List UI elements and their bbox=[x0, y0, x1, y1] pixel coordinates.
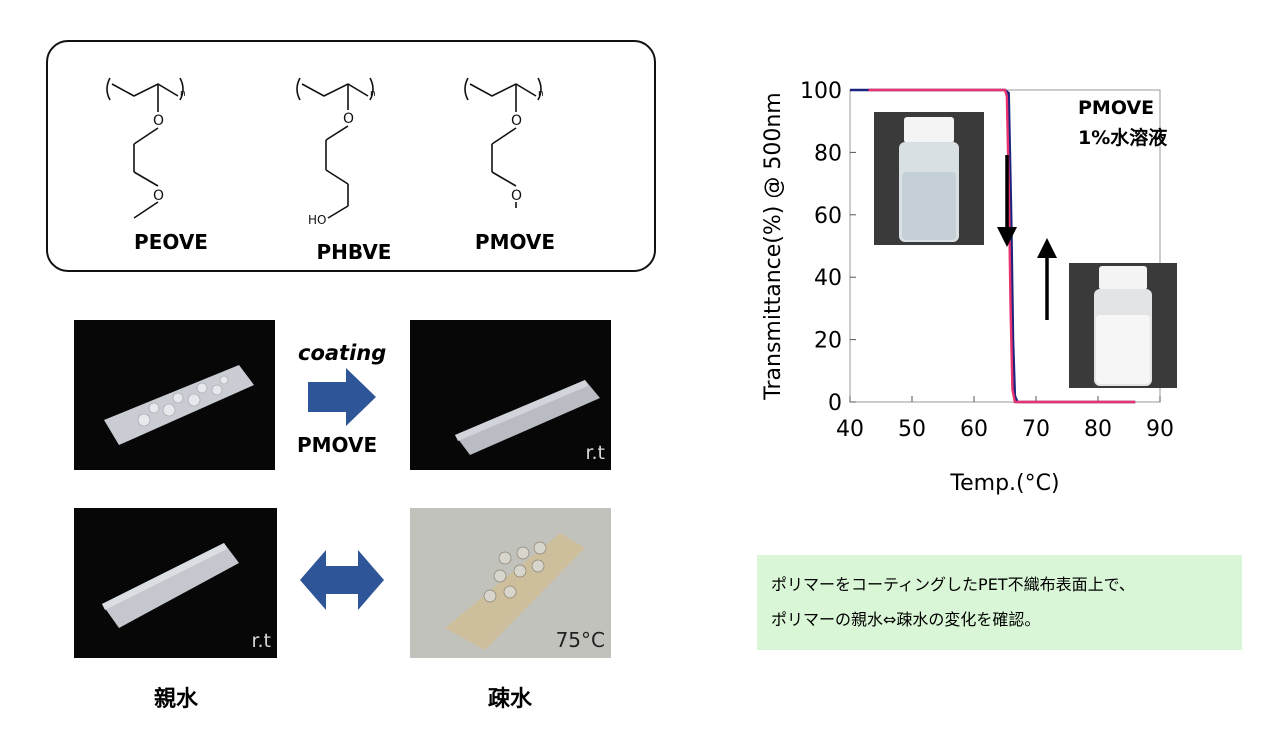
x-tick-label: 70 bbox=[1022, 417, 1050, 442]
y-tick-label: 20 bbox=[814, 329, 842, 354]
peove-oxygen-1: O bbox=[153, 113, 164, 129]
y-tick-label: 100 bbox=[800, 79, 842, 104]
arrow-up-icon bbox=[1037, 238, 1057, 320]
temp-tag: 75°C bbox=[555, 628, 605, 652]
series-line-1 bbox=[868, 88, 1136, 404]
photo-untreated-fabric bbox=[74, 320, 275, 470]
phbve-structure bbox=[296, 77, 374, 219]
phbve-n: n bbox=[370, 89, 376, 99]
structure-drawings: n O O n O HO n O O bbox=[106, 77, 544, 227]
y-tick-label: 40 bbox=[814, 266, 842, 291]
photo-coated-fabric-rt: r.t bbox=[410, 320, 611, 470]
y-tick-label: 0 bbox=[828, 391, 842, 416]
phbve-oxygen: O bbox=[343, 111, 354, 127]
x-tick-label: 50 bbox=[898, 417, 926, 442]
label-pmove: PMOVE bbox=[474, 230, 556, 254]
vial-photo-clear bbox=[874, 112, 984, 245]
pmove-oxygen-2: O bbox=[511, 188, 522, 204]
x-tick-label: 60 bbox=[960, 417, 988, 442]
pmove-oxygen-1: O bbox=[511, 113, 522, 129]
rt-tag-bottom: r.t bbox=[251, 630, 271, 652]
caption-hydrophilic: 親水 bbox=[153, 687, 198, 712]
peove-structure bbox=[106, 77, 184, 219]
y-axis-label: Transmittance(%) @ 500nm bbox=[761, 92, 786, 400]
rt-tag-top: r.t bbox=[585, 442, 605, 464]
peove-n: n bbox=[180, 89, 186, 99]
coating-arrow-icon bbox=[308, 368, 376, 426]
summary-note: ポリマーをコーティングしたPET不織布表面上で、 ポリマーの親水⇔疎水の変化を確… bbox=[757, 555, 1242, 650]
x-tick-label: 80 bbox=[1084, 417, 1112, 442]
chart-annotation-solution: 1%水溶液 bbox=[1078, 126, 1168, 149]
pmove-n: n bbox=[538, 89, 544, 99]
photo-hydrophilic: r.t bbox=[74, 508, 277, 658]
coating-polymer-label: PMOVE bbox=[297, 433, 378, 457]
reversible-arrow-icon bbox=[300, 550, 384, 610]
vial-photo-turbid bbox=[1069, 263, 1177, 388]
label-peove: PEOVE bbox=[134, 230, 208, 254]
structure-panel bbox=[46, 40, 656, 272]
arrow-down-icon bbox=[997, 155, 1017, 247]
phbve-ho: HO bbox=[308, 213, 326, 227]
transmittance-chart: 40 50 60 70 80 90 0 20 40 60 80 100 Temp.(°C) Trans… bbox=[761, 79, 1174, 496]
x-tick-label: 40 bbox=[836, 417, 864, 442]
note-line-2: ポリマーの親水⇔疎水の変化を確認。 bbox=[771, 610, 1041, 629]
coating-label: coating bbox=[298, 341, 387, 365]
note-line-1: ポリマーをコーティングしたPET不織布表面上で、 bbox=[771, 575, 1135, 594]
pmove-structure bbox=[464, 77, 542, 208]
chart-annotation-polymer: PMOVE bbox=[1078, 97, 1154, 119]
x-axis-label: Temp.(°C) bbox=[949, 471, 1059, 496]
y-tick-label: 60 bbox=[814, 204, 842, 229]
y-tick-label: 80 bbox=[814, 141, 842, 166]
photo-hydrophobic: 75°C bbox=[410, 508, 611, 658]
label-phbve: PHBVE bbox=[316, 240, 392, 264]
x-tick-label: 90 bbox=[1146, 417, 1174, 442]
caption-hydrophobic: 疎水 bbox=[487, 687, 532, 712]
peove-oxygen-2: O bbox=[153, 188, 164, 204]
